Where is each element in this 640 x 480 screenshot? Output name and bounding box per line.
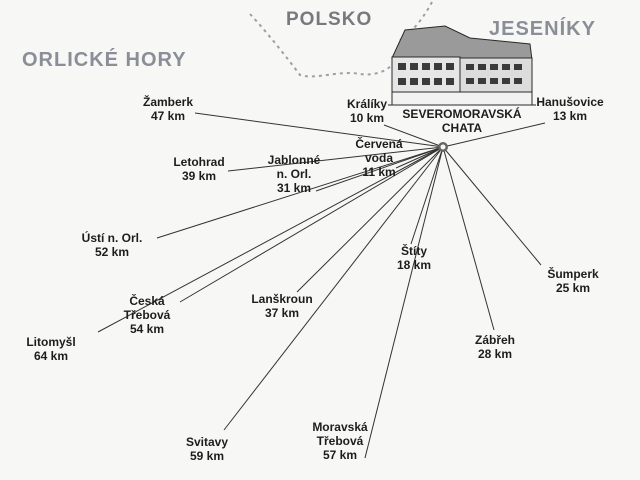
destination-name-line: Hanušovice — [536, 95, 604, 109]
region-polsko: POLSKO — [286, 9, 373, 30]
route-line-moravska-trebova — [364, 146, 444, 459]
destination-name-line: Moravská — [312, 420, 368, 434]
destination-distance: 64 km — [33, 349, 69, 363]
route-line-usti — [156, 146, 444, 239]
destination-distance: 54 km — [129, 322, 165, 336]
destination-distance: 57 km — [322, 448, 358, 462]
destination-name-line: Česká — [129, 294, 165, 308]
destination-distance: 59 km — [189, 449, 225, 463]
destination-distance: 13 km — [552, 109, 588, 123]
destination-distance: 39 km — [181, 169, 217, 183]
route-line-letohrad — [227, 146, 444, 172]
destination-distance: 18 km — [396, 258, 432, 272]
destination-name-line: Zábřeh — [474, 333, 516, 347]
destination-name-line: Letohrad — [173, 155, 225, 169]
route-line-svitavy — [223, 146, 444, 431]
destination-name-line: n. Orl. — [276, 167, 312, 181]
route-line-ceska-trebova — [179, 146, 444, 303]
destination-name-line: Třebová — [123, 308, 171, 322]
route-lines — [97, 112, 546, 459]
destination-distance: 11 km — [362, 165, 396, 179]
destination-name-line: Svitavy — [185, 435, 229, 449]
destination-distance: 28 km — [477, 347, 513, 361]
route-line-sumperk — [442, 146, 542, 266]
route-line-litomysl — [97, 146, 444, 333]
region-orlicke-hory: ORLICKÉ HORY — [22, 49, 187, 71]
destination-name-line: Štíty — [400, 244, 427, 258]
route-line-cervena-voda — [395, 146, 444, 169]
route-line-kraliky — [383, 124, 444, 148]
destination-name-line: Šumperk — [547, 267, 599, 281]
region-jeseniky: JESENÍKY — [489, 18, 596, 40]
route-line-jablonne — [315, 146, 444, 192]
destination-distance: 47 km — [150, 109, 186, 123]
destination-distance: 25 km — [555, 281, 591, 295]
chata-building-illustration — [388, 25, 536, 106]
destination-distance: 10 km — [349, 111, 385, 125]
chata-title-line1: SEVEROMORAVSKÁ — [402, 107, 522, 121]
chata-marker — [438, 142, 448, 152]
route-line-zabreh — [442, 146, 495, 331]
destination-name-line: Ústí n. Orl. — [81, 231, 143, 245]
route-line-hanusovice — [442, 122, 546, 148]
route-line-stity — [410, 146, 444, 245]
destination-name-line: Žamberk — [142, 95, 194, 109]
destination-distance: 37 km — [264, 306, 300, 320]
destination-name-line: Třebová — [316, 434, 364, 448]
destination-name-line: Červená — [355, 137, 403, 151]
destination-usti: Ústí n. Orl.52 km — [82, 231, 143, 259]
destination-name-line: Litomyšl — [26, 335, 76, 349]
destination-name-line: voda — [364, 151, 393, 165]
route-line-lanskroun — [296, 146, 444, 293]
chata-title: SEVEROMORAVSKÁ CHATA — [402, 107, 521, 135]
destination-name-line: Králíky — [346, 97, 388, 111]
route-line-zamberk — [194, 112, 444, 148]
chata-title-line2: CHATA — [441, 121, 483, 135]
destination-name-line: Lanškroun — [251, 292, 313, 306]
destination-distance: 52 km — [94, 245, 130, 259]
destination-name-line: Jablonné — [267, 153, 321, 167]
destination-distance: 31 km — [276, 181, 312, 195]
state-border — [249, 1, 433, 78]
